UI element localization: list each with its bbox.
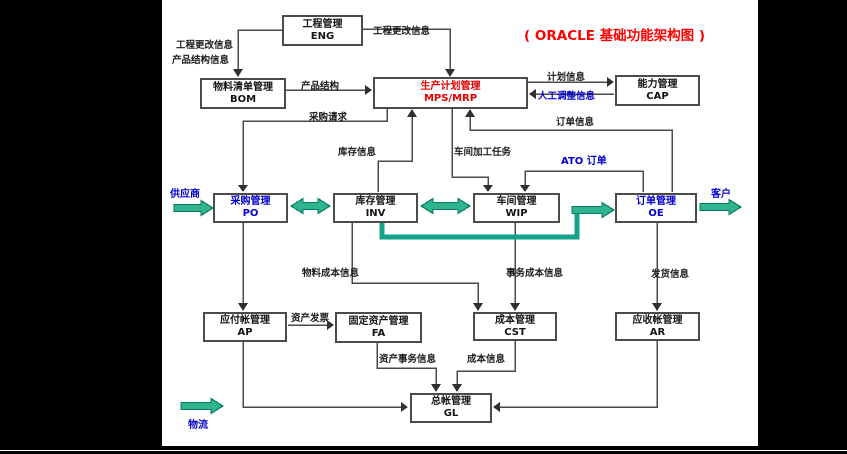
box-gl: 总帐管理 GL (410, 393, 492, 423)
box-wip-name: 车间管理 (496, 196, 537, 207)
box-wip-code: WIP (505, 208, 528, 219)
box-inv-code: INV (365, 208, 386, 219)
label-transaction-cost-info: 事务成本信息 (506, 268, 564, 279)
info-flow-arrowheads (233, 69, 662, 412)
box-po-name: 采购管理 (230, 196, 271, 207)
label-order-info: 订单信息 (556, 117, 595, 128)
box-oe-code: OE (648, 208, 664, 219)
label-material-cost-info: 物料成本信息 (302, 268, 360, 279)
box-ap-code: AP (237, 327, 253, 338)
box-cst-code: CST (504, 326, 526, 338)
box-ar-code: AR (649, 326, 666, 338)
material-flow-arrows (173, 197, 743, 415)
box-fa: 固定资产管理 FA (335, 312, 422, 343)
box-ar-name: 应收帐管理 (632, 314, 683, 326)
box-inv-name: 库存管理 (355, 196, 396, 207)
box-bom: 物料清单管理 BOM (200, 78, 286, 109)
box-bom-name: 物料清单管理 (213, 81, 273, 93)
label-cost-info: 成本信息 (467, 354, 506, 365)
label-ato-order: ATO 订单 (561, 156, 607, 167)
box-eng-code: ENG (310, 30, 335, 42)
box-cap-name: 能力管理 (637, 78, 678, 90)
label-asset-invoice: 资产发票 (291, 313, 330, 324)
material-arrow-inv-wip-both (419, 197, 472, 215)
box-cap-code: CAP (646, 90, 669, 102)
label-plan-info: 计划信息 (547, 72, 586, 83)
diagram-title: ( ORACLE 基础功能架构图 ) (524, 28, 705, 44)
box-cst: 成本管理 CST (473, 312, 557, 341)
label-product-structure-info: 产品结构信息 (172, 55, 230, 66)
box-fa-code: FA (371, 327, 386, 339)
material-arrow-supplier-to-po (173, 199, 215, 217)
label-asset-transaction-info: 资产事务信息 (379, 354, 437, 365)
box-fa-name: 固定资产管理 (348, 315, 409, 327)
label-shipping-info: 发货信息 (651, 269, 690, 280)
box-ap-name: 应付帐管理 (220, 315, 270, 326)
box-cst-name: 成本管理 (495, 314, 535, 326)
box-cap: 能力管理 CAP (615, 75, 700, 106)
box-gl-code: GL (443, 408, 459, 419)
material-arrow-oe-to-customer (699, 198, 743, 216)
label-product-structure: 产品结构 (301, 81, 340, 92)
info-flow-lines (237, 28, 673, 408)
material-arrow-po-inv-both (289, 197, 332, 215)
label-purchase-request: 采购请求 (309, 112, 348, 123)
label-supplier: 供应商 (170, 189, 200, 200)
bottom-frame-line (0, 450, 847, 451)
box-oe: 订单管理 OE (615, 193, 697, 223)
box-wip: 车间管理 WIP (473, 193, 560, 223)
label-eng-change-top: 工程更改信息 (373, 26, 431, 37)
box-mps: 生产计划管理 MPS/MRP (373, 77, 528, 109)
label-inventory-info: 库存信息 (338, 147, 377, 158)
box-oe-name: 订单管理 (636, 196, 676, 207)
box-mps-code: MPS/MRP (423, 93, 478, 104)
box-gl-name: 总帐管理 (431, 396, 471, 407)
label-eng-change-left: 工程更改信息 (176, 40, 234, 51)
box-bom-code: BOM (229, 93, 257, 105)
label-shop-floor-task: 车间加工任务 (454, 147, 512, 158)
box-ap: 应付帐管理 AP (203, 312, 287, 342)
label-manual-adjust-info: 人工调整信息 (538, 91, 596, 102)
box-po-code: PO (242, 208, 259, 219)
material-arrow-into-oe (571, 201, 616, 219)
label-customer: 客户 (711, 189, 731, 200)
legend-material-arrow (180, 397, 225, 415)
box-mps-name: 生产计划管理 (420, 81, 481, 92)
material-flow-inv-to-oe-path (379, 212, 580, 240)
box-eng-name: 工程管理 (302, 18, 343, 30)
box-po: 采购管理 PO (213, 193, 288, 223)
box-ar: 应收帐管理 AR (615, 312, 700, 341)
label-legend-material-flow: 物流 (188, 420, 208, 431)
box-inv: 库存管理 INV (333, 193, 418, 223)
box-eng: 工程管理 ENG (282, 15, 363, 46)
